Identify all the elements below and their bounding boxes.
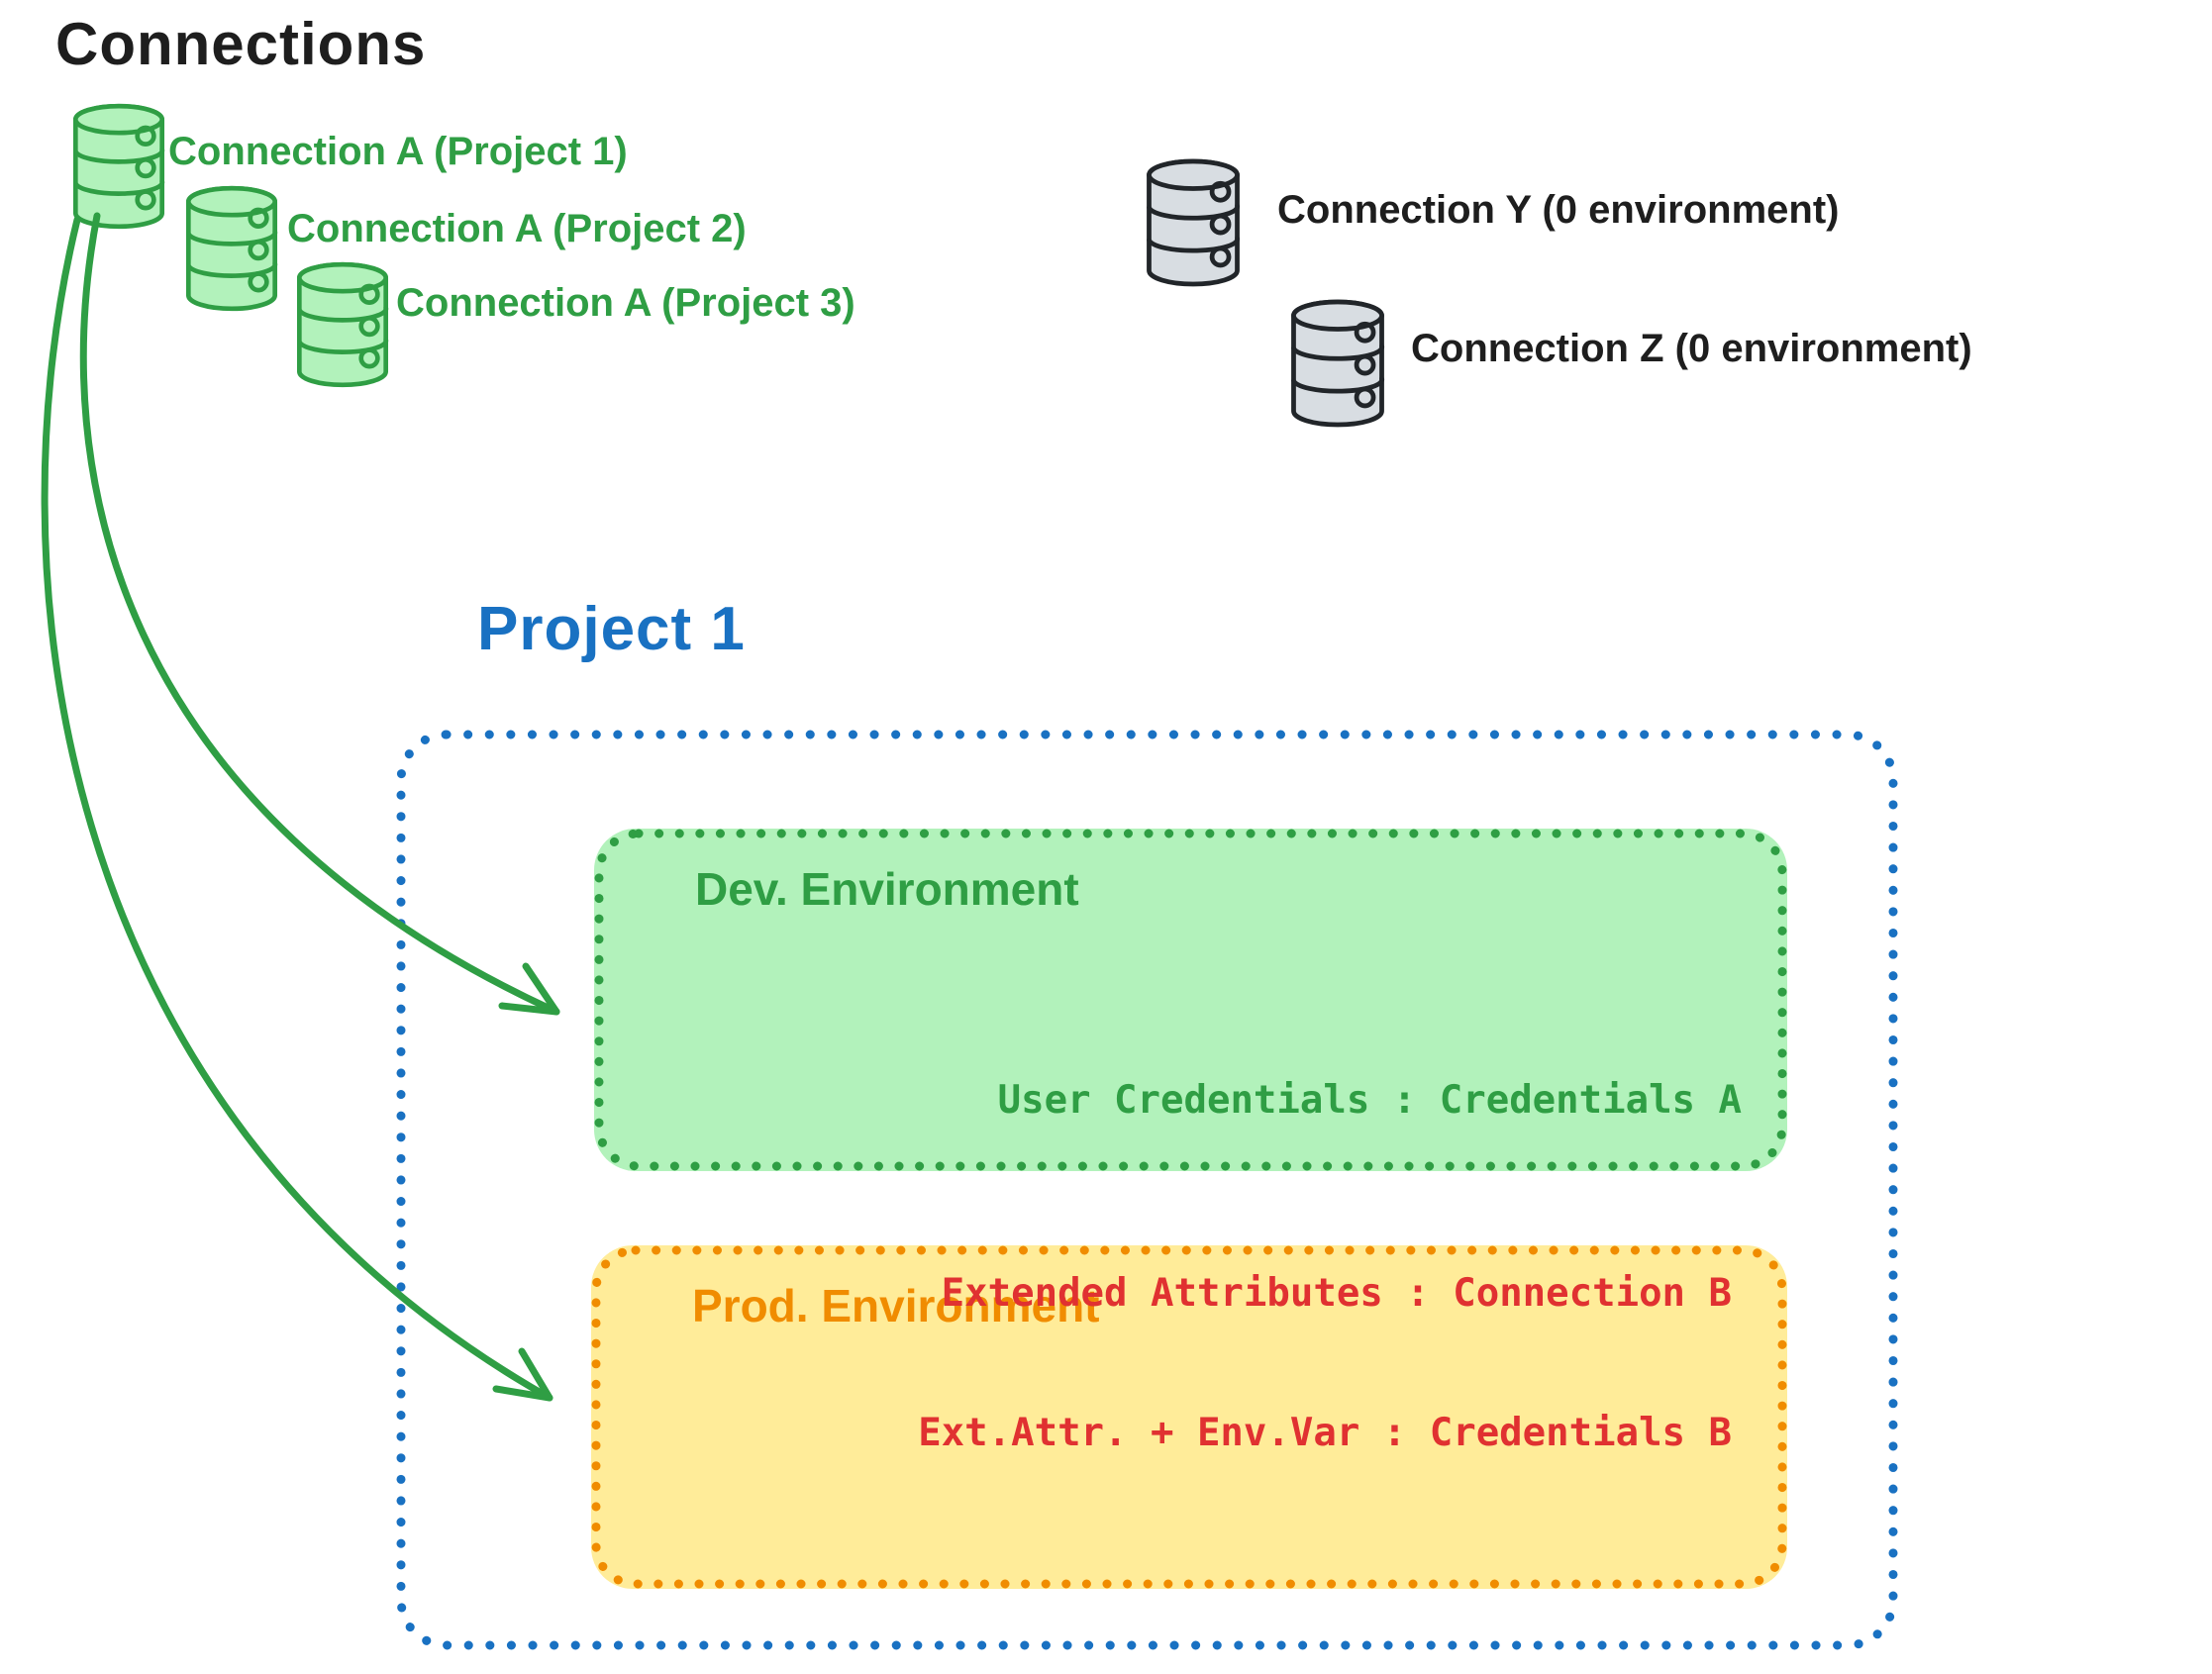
project-title: Project 1	[477, 595, 746, 663]
prod-credentials-line-1: Extended Attributes : Connection B	[941, 1271, 1732, 1316]
database-icon-green	[67, 102, 170, 231]
prod-credentials-text: Extended Attributes : Connection B Ext.A…	[918, 1177, 1732, 1549]
connection-y-label: Connection Y (0 environment)	[1277, 188, 1840, 232]
connection-a-project1-label: Connection A (Project 1)	[168, 130, 628, 173]
database-icon-gray	[1285, 297, 1390, 430]
prod-environment-box: Prod. Environment Extended Attributes : …	[591, 1245, 1787, 1589]
prod-environment-title: Prod. Environment	[692, 1280, 1100, 1331]
dev-credentials-text: User Credentials : Credentials A	[997, 1078, 1742, 1123]
diagram-title: Connections	[55, 11, 427, 77]
connection-z-label: Connection Z (0 environment)	[1411, 327, 1972, 370]
project-box: Dev. Environment User Credentials : Cred…	[396, 730, 1898, 1650]
connection-a-project2-label: Connection A (Project 2)	[287, 207, 747, 250]
database-icon-green	[291, 260, 394, 389]
connection-y-item	[1141, 156, 1246, 289]
dev-environment-box: Dev. Environment User Credentials : Cred…	[594, 829, 1787, 1171]
database-icon-gray	[1141, 156, 1246, 289]
connection-z-item	[1285, 297, 1390, 430]
prod-credentials-line-2: Ext.Attr. + Env.Var : Credentials B	[918, 1411, 1732, 1455]
dev-environment-title: Dev. Environment	[695, 863, 1079, 915]
connection-a-project3-item	[291, 260, 394, 389]
connection-a-project1-item	[67, 102, 170, 231]
database-icon-green	[180, 184, 283, 313]
connection-a-project2-item	[180, 184, 283, 313]
connection-a-project3-label: Connection A (Project 3)	[396, 281, 855, 325]
